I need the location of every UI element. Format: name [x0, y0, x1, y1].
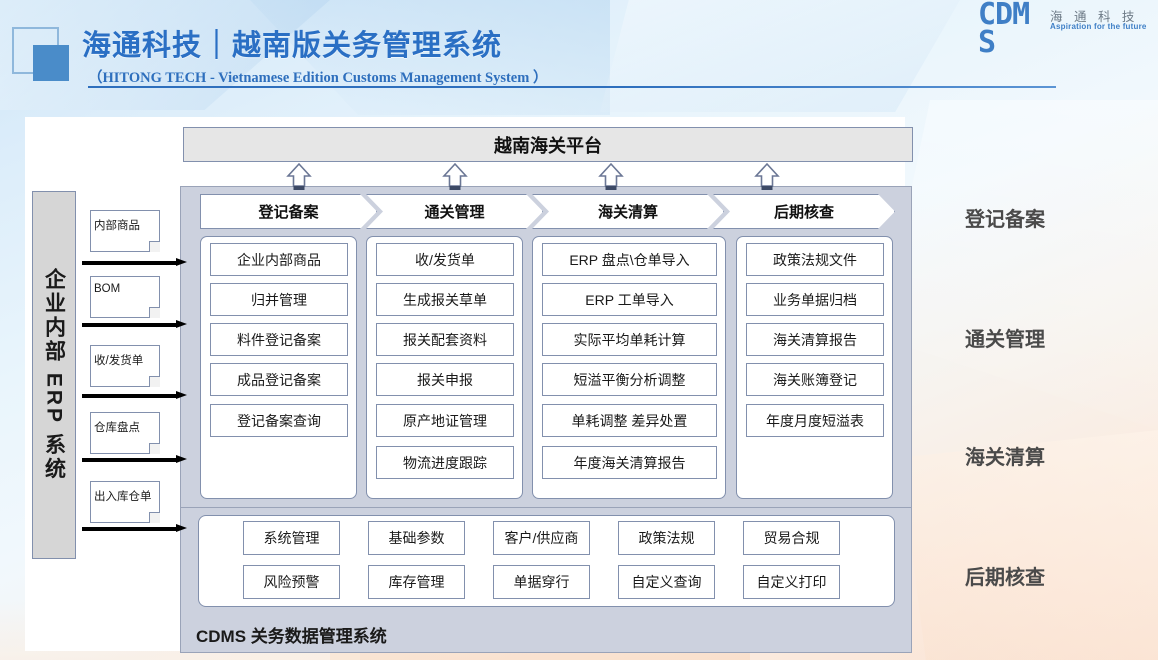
stage-item[interactable]: 单耗调整 差异处置 — [542, 404, 717, 437]
logo-wordmark: CDMS — [978, 0, 1030, 60]
stage-header-1[interactable]: 通关管理 — [366, 194, 543, 229]
erp-system-bar: 企业内部 ERP 系统 — [32, 191, 76, 559]
document-fold-icon — [149, 376, 160, 387]
erp-document-label: BOM — [94, 283, 121, 295]
stage-item[interactable]: 实际平均单耗计算 — [542, 323, 717, 356]
company-logo: CDMS 海 通 科 技 Aspiration for the future — [978, 0, 1158, 74]
right-label-1: 通关管理 — [965, 329, 1045, 351]
base-module[interactable]: 自定义打印 — [743, 565, 840, 599]
right-label-2: 海关清算 — [965, 447, 1045, 469]
page-title: 海通科技｜越南版关务管理系统 — [82, 30, 503, 62]
stage-item[interactable]: 生成报关草单 — [376, 283, 514, 316]
logo-company-name-cn: 海 通 科 技 — [1050, 10, 1139, 24]
base-module[interactable]: 基础参数 — [368, 521, 465, 555]
stage-item[interactable]: 报关配套资料 — [376, 323, 514, 356]
base-platform-caption: CDMS 关务数据管理系统 — [196, 627, 387, 646]
base-module[interactable]: 自定义查询 — [618, 565, 715, 599]
stage-item[interactable]: 收/发货单 — [376, 243, 514, 276]
erp-system-label: 企业内部 ERP 系统 — [42, 268, 66, 482]
stage-item[interactable]: 料件登记备案 — [210, 323, 348, 356]
base-module[interactable]: 贸易合规 — [743, 521, 840, 555]
document-shape-icon — [90, 210, 160, 252]
right-label-3: 后期核查 — [965, 567, 1045, 589]
erp-document-label: 出入库仓单 — [94, 491, 152, 503]
stage-header-3[interactable]: 后期核查 — [713, 194, 895, 229]
right-label-0: 登记备案 — [965, 209, 1045, 231]
stage-item[interactable]: 海关清算报告 — [746, 323, 884, 356]
stage-item[interactable]: 年度月度短溢表 — [746, 404, 884, 437]
document-shape-icon — [90, 276, 160, 318]
base-module[interactable]: 客户/供应商 — [493, 521, 590, 555]
stage-item[interactable]: 年度海关清算报告 — [542, 446, 717, 479]
erp-document: 仓库盘点 — [90, 412, 160, 454]
base-module[interactable]: 库存管理 — [368, 565, 465, 599]
stage-item[interactable]: 短溢平衡分析调整 — [542, 363, 717, 396]
up-arrow-icon — [598, 162, 624, 192]
document-fold-icon — [149, 307, 160, 318]
up-arrow-icon — [286, 162, 312, 192]
base-module[interactable]: 单据穿行 — [493, 565, 590, 599]
logo-slogan: Aspiration for the future — [1050, 22, 1147, 31]
page-header: 海通科技｜越南版关务管理系统 （HITONG TECH - Vietnamese… — [0, 0, 1158, 108]
stage-header-0[interactable]: 登记备案 — [200, 194, 377, 229]
page-subtitle: （HITONG TECH - Vietnamese Edition Custom… — [88, 70, 548, 86]
customs-platform-bar: 越南海关平台 — [183, 127, 913, 162]
erp-document: 收/发货单 — [90, 345, 160, 387]
base-module[interactable]: 风险预警 — [243, 565, 340, 599]
document-shape-icon — [90, 345, 160, 387]
base-module[interactable]: 政策法规 — [618, 521, 715, 555]
base-module[interactable]: 系统管理 — [243, 521, 340, 555]
stage-item[interactable]: 海关账簿登记 — [746, 363, 884, 396]
erp-document-label: 内部商品 — [94, 220, 140, 232]
flow-arrow — [82, 524, 187, 533]
stage-item[interactable]: 企业内部商品 — [210, 243, 348, 276]
erp-document-label: 收/发货单 — [94, 355, 144, 367]
erp-document: 内部商品 — [90, 210, 160, 252]
flow-arrow — [82, 320, 187, 329]
decorative-square-filled-icon — [33, 45, 69, 81]
document-fold-icon — [149, 241, 160, 252]
stage-item[interactable]: 政策法规文件 — [746, 243, 884, 276]
erp-document-label: 仓库盘点 — [94, 422, 140, 434]
stage-header-2[interactable]: 海关清算 — [532, 194, 724, 229]
document-fold-icon — [149, 512, 160, 523]
document-shape-icon — [90, 412, 160, 454]
stage-item[interactable]: ERP 工单导入 — [542, 283, 717, 316]
stage-item[interactable]: ERP 盘点\仓单导入 — [542, 243, 717, 276]
flow-arrow — [82, 391, 187, 400]
flow-arrow — [82, 258, 187, 267]
erp-document: BOM — [90, 276, 160, 318]
document-shape-icon — [90, 481, 160, 523]
stage-item[interactable]: 物流进度跟踪 — [376, 446, 514, 479]
document-fold-icon — [149, 443, 160, 454]
stage-item[interactable]: 登记备案查询 — [210, 404, 348, 437]
up-arrow-icon — [754, 162, 780, 192]
stage-item[interactable]: 归并管理 — [210, 283, 348, 316]
erp-document: 出入库仓单 — [90, 481, 160, 523]
stage-item[interactable]: 业务单据归档 — [746, 283, 884, 316]
stage-item[interactable]: 成品登记备案 — [210, 363, 348, 396]
flow-arrow — [82, 455, 187, 464]
header-divider — [88, 86, 1056, 88]
up-arrow-icon — [442, 162, 468, 192]
stage-item[interactable]: 原产地证管理 — [376, 404, 514, 437]
stage-item[interactable]: 报关申报 — [376, 363, 514, 396]
